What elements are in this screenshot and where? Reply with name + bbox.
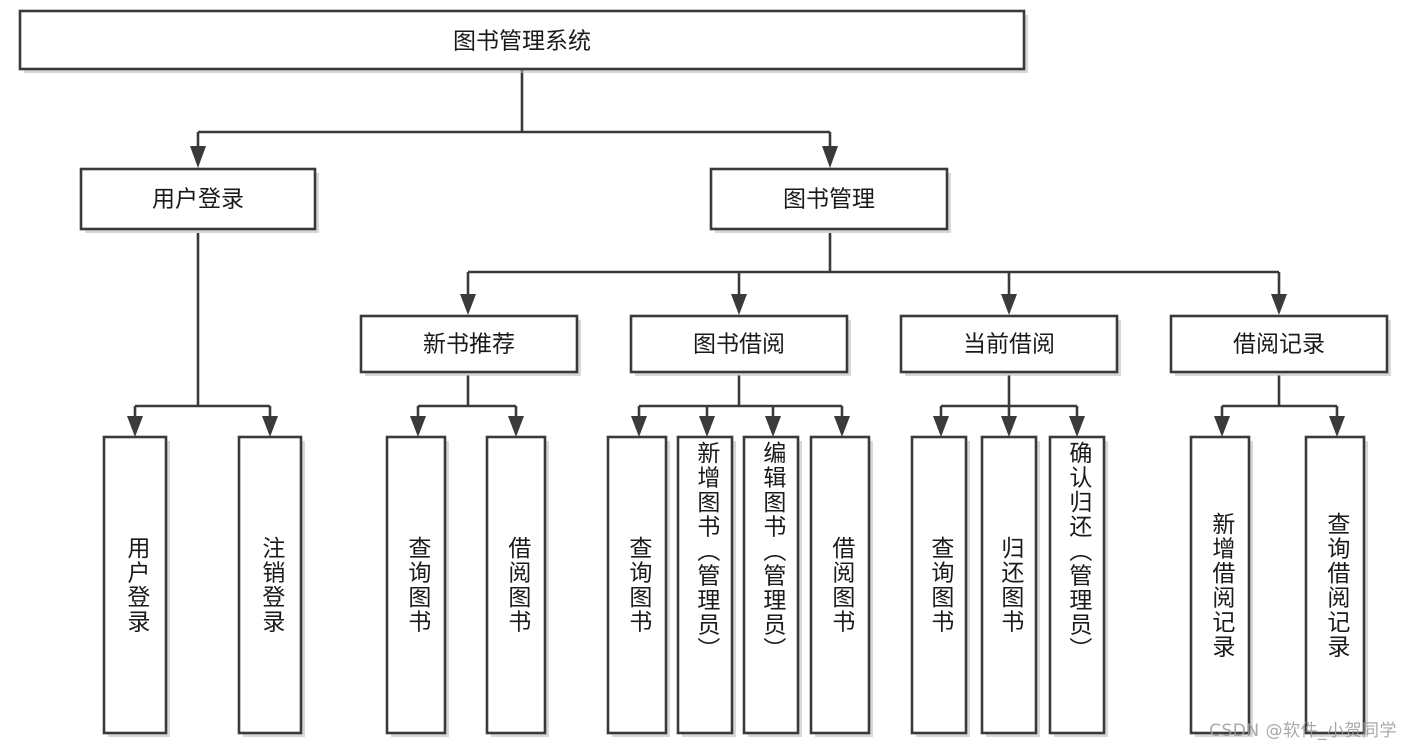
arrow-root-to-book-manage-icon xyxy=(822,146,838,168)
arrow-borrowrecord-leaf2-icon xyxy=(1329,416,1345,437)
arrow-currentborrow-leaf3-icon xyxy=(1069,416,1085,437)
node-book-manage-label: 图书管理 xyxy=(783,187,875,213)
leaf-edit-book-rect[interactable] xyxy=(742,435,800,735)
arrow-borrowrecord-leaf1-icon xyxy=(1214,416,1230,437)
node-book-manage[interactable]: 图书管理 xyxy=(709,167,951,233)
arrow-root-to-user-login-icon xyxy=(190,146,206,168)
arrow-newbook-leaf1-icon xyxy=(410,416,426,437)
arrow-bookborrow-leaf4-icon xyxy=(834,416,850,437)
leaf-query-book-3-rect[interactable] xyxy=(910,435,968,735)
arrow-currentborrow-leaf2-icon xyxy=(1001,416,1017,437)
arrow-currentborrow-leaf1-icon xyxy=(933,416,949,437)
arrow-newbook-leaf2-icon xyxy=(508,416,524,437)
leaf-query-book-1-rect[interactable] xyxy=(385,435,447,735)
leaf-return-book-rect[interactable] xyxy=(980,435,1038,735)
arrow-userlogin-leaf1-icon xyxy=(127,416,143,437)
node-book-manage-rect xyxy=(709,167,949,231)
node-book-borrow-label: 图书借阅 xyxy=(693,332,785,358)
node-new-book-recommend[interactable]: 新书推荐 xyxy=(359,314,581,376)
node-user-login-label: 用户登录 xyxy=(152,187,244,213)
node-new-book-recommend-label: 新书推荐 xyxy=(423,332,515,358)
leaf-borrow-book-1-rect[interactable] xyxy=(485,435,547,735)
arrow-bm-to-currentborrow-icon xyxy=(1001,294,1017,315)
node-book-borrow[interactable]: 图书借阅 xyxy=(629,314,851,376)
node-root-rect xyxy=(18,9,1026,71)
arrow-bm-to-newbook-icon xyxy=(460,294,476,315)
node-user-login-rect xyxy=(79,167,317,231)
node-borrow-record[interactable]: 借阅记录 xyxy=(1169,314,1391,376)
node-current-borrow-label: 当前借阅 xyxy=(963,332,1055,358)
node-current-borrow[interactable]: 当前借阅 xyxy=(899,314,1121,376)
arrow-bookborrow-leaf3-icon xyxy=(765,416,781,437)
node-borrow-record-label: 借阅记录 xyxy=(1233,332,1325,358)
arrow-bookborrow-leaf1-icon xyxy=(631,416,647,437)
csdn-watermark: CSDN @软件_小贺同学 xyxy=(1209,721,1397,741)
arrow-bm-to-borrowrecord-icon xyxy=(1271,294,1287,315)
leaf-add-record-rect[interactable] xyxy=(1189,435,1251,735)
leaf-nodes-group xyxy=(102,435,1368,737)
leaf-add-book-rect[interactable] xyxy=(676,435,734,735)
node-root-label: 图书管理系统 xyxy=(453,29,591,55)
leaf-query-book-2-rect[interactable] xyxy=(606,435,668,735)
node-borrow-record-rect xyxy=(1169,314,1389,374)
leaf-query-record-rect[interactable] xyxy=(1304,435,1366,735)
leaf-user-logout-rect[interactable] xyxy=(237,435,303,735)
connectors-group xyxy=(127,70,1345,437)
node-current-borrow-rect xyxy=(899,314,1119,374)
leaf-confirm-return-rect[interactable] xyxy=(1048,435,1106,735)
leaf-user-login-rect[interactable] xyxy=(102,435,168,735)
leaf-borrow-book-2-rect[interactable] xyxy=(809,435,871,735)
node-new-book-recommend-rect xyxy=(359,314,579,374)
arrow-bm-to-bookborrow-icon xyxy=(731,294,747,315)
node-root[interactable]: 图书管理系统 xyxy=(18,9,1028,73)
node-user-login[interactable]: 用户登录 xyxy=(79,167,319,233)
node-book-borrow-rect xyxy=(629,314,849,374)
arrow-userlogin-leaf2-icon xyxy=(262,416,278,437)
arrow-bookborrow-leaf2-icon xyxy=(699,416,715,437)
